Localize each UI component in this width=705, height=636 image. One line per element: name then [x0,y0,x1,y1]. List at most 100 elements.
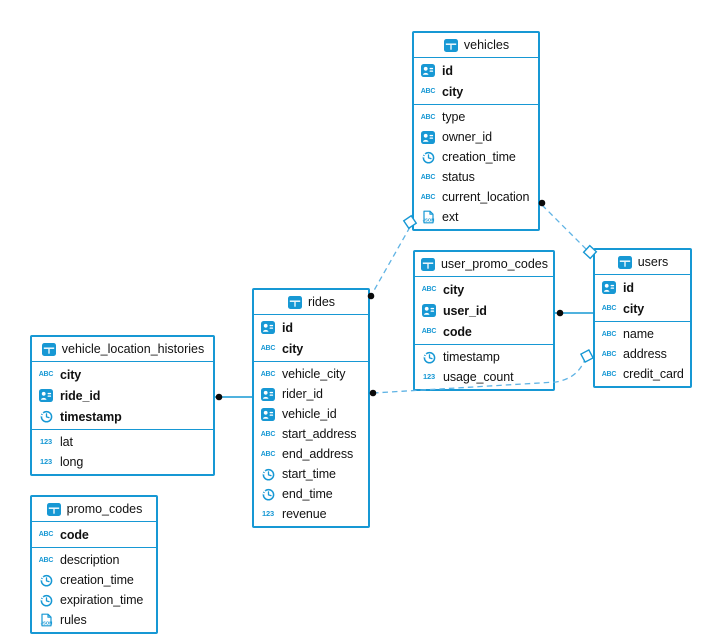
column-row-ride_id[interactable]: ride_id [32,385,213,406]
column-row-id[interactable]: id [254,317,368,338]
svg-text:JSON: JSON [422,217,434,222]
relation-dot-marker [556,309,564,317]
clock-icon [420,150,436,164]
relation-dot-marker [369,389,377,397]
table-header-vehicle-location-histories[interactable]: vehicle_location_histories [32,337,213,362]
column-row-creation_time[interactable]: creation_time [32,570,156,590]
column-row-vehicle_id[interactable]: vehicle_id [254,404,368,424]
table-header-user-promo-codes[interactable]: user_promo_codes [415,252,553,277]
column-row-address[interactable]: ABC address [595,344,690,364]
id-badge-icon [420,130,436,144]
column-name: timestamp [443,350,500,364]
relation-rides-vehicles[interactable] [371,226,411,295]
column-name: id [442,63,453,78]
column-name: city [282,341,304,356]
column-name: usage_count [443,370,514,384]
column-row-id[interactable]: id [414,60,538,81]
column-row-start_time[interactable]: start_time [254,464,368,484]
table-icon [41,342,57,356]
column-row-timestamp[interactable]: timestamp [415,347,553,367]
table-title: user_promo_codes [440,257,548,271]
column-name: address [623,347,667,361]
column-row-end_time[interactable]: end_time [254,484,368,504]
abc-text-icon: ABC [420,193,436,201]
column-name: lat [60,435,73,449]
column-name: owner_id [442,130,492,144]
relation-vehicles-users[interactable] [541,204,588,251]
id-badge-icon [260,321,276,335]
table-header-vehicles[interactable]: vehicles [414,33,538,58]
column-name: code [60,527,89,542]
table-header-rides[interactable]: rides [254,290,368,315]
column-name: vehicle_city [282,367,346,381]
column-name: expiration_time [60,593,144,607]
column-name: creation_time [60,573,134,587]
column-row-expiration_time[interactable]: expiration_time [32,590,156,610]
abc-text-icon: ABC [601,350,617,358]
column-name: city [442,84,464,99]
column-row-owner_id[interactable]: owner_id [414,127,538,147]
relation-dot-marker [215,393,223,401]
column-name: city [623,301,645,316]
table-title: vehicles [463,38,510,52]
abc-text-icon: ABC [421,286,437,293]
clock-icon [260,467,276,481]
column-row-user_id[interactable]: user_id [415,300,553,321]
abc-text-icon: ABC [260,450,276,458]
id-badge-icon [38,389,54,403]
column-row-rider_id[interactable]: rider_id [254,384,368,404]
column-row-id[interactable]: id [595,277,690,298]
column-name: type [442,110,466,124]
table-title: vehicle_location_histories [61,342,205,356]
column-row-lat[interactable]: 123 lat [32,432,213,452]
number-123-icon: 123 [40,437,52,447]
abc-text-icon: ABC [601,330,617,338]
table-header-promo-codes[interactable]: promo_codes [32,497,156,522]
column-name: vehicle_id [282,407,337,421]
column-name: city [60,367,82,382]
table-title: promo_codes [66,502,143,516]
column-row-timestamp[interactable]: timestamp [32,406,213,427]
column-name: timestamp [60,409,122,424]
table-header-users[interactable]: users [595,250,690,275]
column-name: user_id [443,303,487,318]
column-name: revenue [282,507,327,521]
column-row-city[interactable]: ABC city [414,81,538,102]
column-row-creation_time[interactable]: creation_time [414,147,538,167]
abc-text-icon: ABC [420,88,436,95]
